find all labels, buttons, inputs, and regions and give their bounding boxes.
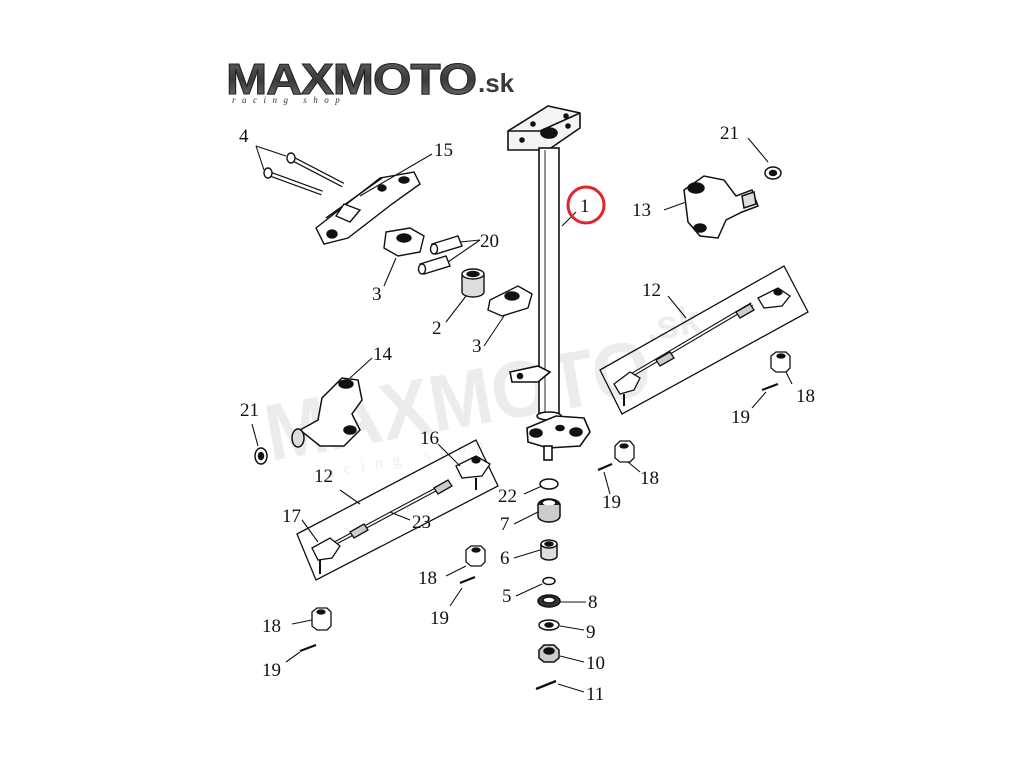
callout-4: 4 <box>239 126 249 147</box>
callout-3-lower: 3 <box>472 336 482 357</box>
callout-12-right: 12 <box>642 280 661 301</box>
callout-21-left: 21 <box>240 400 259 421</box>
callout-3-upper: 3 <box>372 284 382 305</box>
callout-18-right: 18 <box>796 386 815 407</box>
callout-8: 8 <box>588 592 598 613</box>
watermark-suffix: .sk <box>642 297 705 350</box>
upper-bracket-group <box>263 152 533 317</box>
callout-14: 14 <box>373 344 393 365</box>
callout-6: 6 <box>500 548 510 569</box>
callout-7: 7 <box>500 514 510 535</box>
watermark: MAXMOTO .sk racing shop <box>258 297 705 483</box>
callout-18-center: 18 <box>640 468 659 489</box>
knuckle-14 <box>254 377 363 465</box>
callout-labels: 4 15 20 3 2 3 1 21 13 12 18 19 14 21 16 … <box>239 123 815 705</box>
steering-shaft <box>507 105 591 461</box>
callout-19-center: 19 <box>602 492 621 513</box>
highlight-circle <box>566 185 606 225</box>
callout-16: 16 <box>420 428 439 449</box>
callout-10: 10 <box>586 653 605 674</box>
nut-pin-center <box>597 440 635 472</box>
callout-19-right: 19 <box>731 407 750 428</box>
callout-13: 13 <box>632 200 651 221</box>
callout-18-middle: 18 <box>418 568 437 589</box>
callout-19-bottom: 19 <box>262 660 281 681</box>
logo-suffix: .sk <box>478 68 515 98</box>
callout-5: 5 <box>502 586 512 607</box>
callout-2: 2 <box>432 318 442 339</box>
brand-logo: MAXMOTO .sk racing shop <box>226 55 515 106</box>
callout-20: 20 <box>480 231 499 252</box>
callout-9: 9 <box>586 622 596 643</box>
callout-22: 22 <box>498 486 517 507</box>
callout-12-left: 12 <box>314 466 333 487</box>
knuckle-13 <box>683 166 782 239</box>
callout-17: 17 <box>282 506 301 527</box>
lower-fittings <box>535 478 561 691</box>
callout-18-bottom: 18 <box>262 616 281 637</box>
logo-tagline: racing shop <box>232 95 346 105</box>
callout-19-middle: 19 <box>430 608 449 629</box>
callout-15: 15 <box>434 140 453 161</box>
callout-11: 11 <box>586 684 604 705</box>
leader-lines <box>251 137 793 693</box>
tie-rod-right <box>599 265 809 415</box>
tie-rod-left <box>296 439 499 653</box>
callout-1: 1 <box>580 196 590 217</box>
logo-brand: MAXMOTO <box>226 55 476 104</box>
callout-23: 23 <box>412 512 431 533</box>
callout-21-upper: 21 <box>720 123 739 144</box>
